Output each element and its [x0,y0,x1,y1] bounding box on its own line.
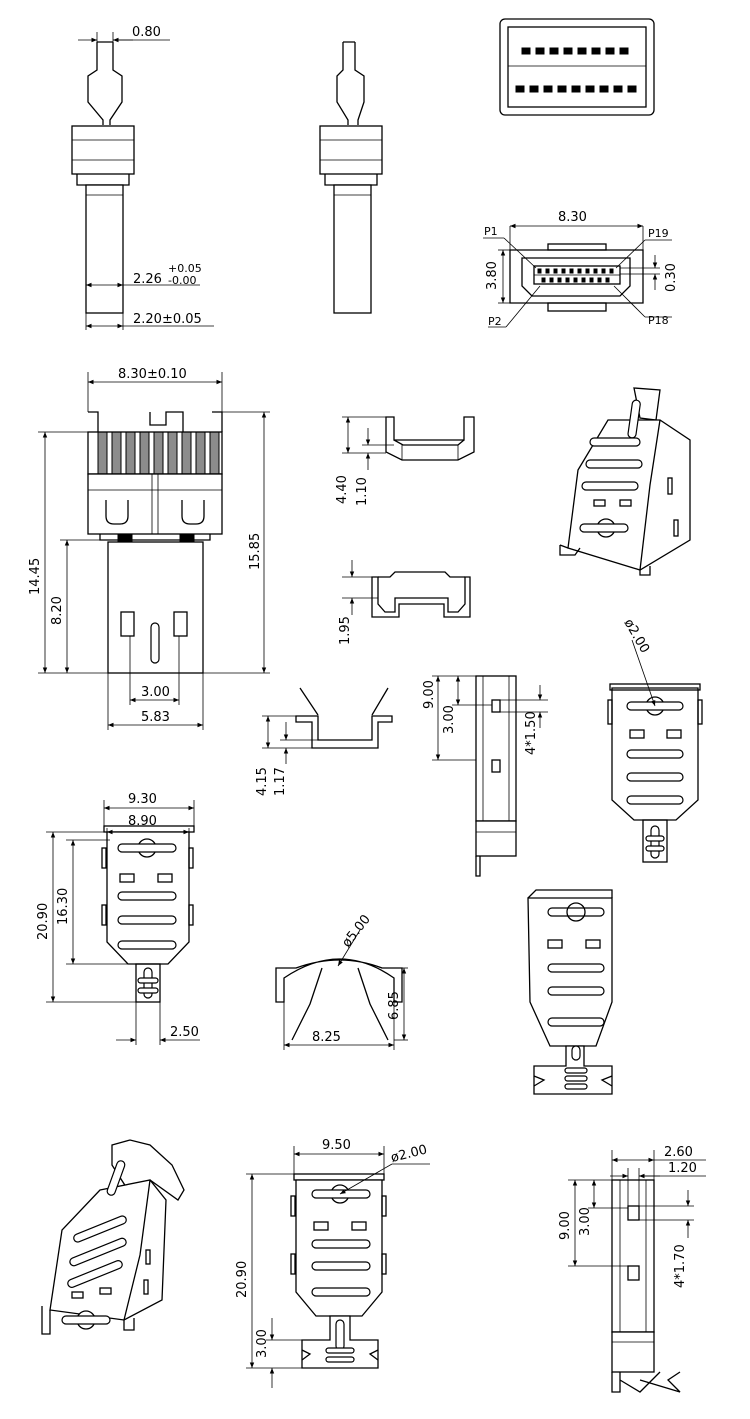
dim-4x1-50: 4*1.50 [524,711,539,755]
shell-front-3 [246,1146,430,1388]
spring-clip [275,929,408,1050]
plug-side-view-2 [319,41,383,314]
dim-2-26: 2.26 [133,272,162,287]
dim-3-00-c: 3.00 [255,1329,270,1358]
dim-8-30: 8.30 [558,210,587,225]
latch-side-view-2 [568,1150,706,1393]
dim-5-83: 5.83 [141,710,170,725]
dim-20-90-b: 20.90 [235,1261,250,1298]
dim-3-00-d: 3.00 [578,1207,593,1236]
dim-15-85: 15.85 [248,533,263,570]
label-p18: P18 [648,314,669,327]
dim-9-30: 9.30 [128,792,157,807]
shell-isometric-3 [41,1139,185,1335]
dim-6-85: 6.85 [387,991,402,1020]
dim-phi-2-00-a: ø2.00 [621,617,652,656]
dim-8-90: 8.90 [128,814,157,829]
dim-8-20: 8.20 [50,596,65,625]
dim-9-50: 9.50 [322,1138,351,1153]
dim-16-30: 16.30 [56,888,71,925]
dim-14-45: 14.45 [28,558,43,595]
label-p1: P1 [484,225,498,238]
clip-part [262,687,393,764]
dim-4-15: 4.15 [255,767,270,796]
shell-isometric-2 [527,889,613,1095]
label-p2: P2 [488,315,502,328]
dim-2-20: 2.20±0.05 [133,312,202,327]
dim-3-00-b: 3.00 [442,705,457,734]
dim-0-80: 0.80 [132,25,161,40]
dim-2-26-plus: +0.05 [168,262,202,275]
bracket-part-1 [342,416,475,470]
shell-front-2 [46,800,200,1045]
dim-1-20: 1.20 [668,1161,697,1176]
latch-side-view [432,675,548,877]
dim-2-60: 2.60 [664,1145,693,1160]
shell-isometric-1 [559,387,691,576]
dim-4x1-70: 4*1.70 [673,1244,688,1288]
dim-2-50: 2.50 [170,1025,199,1040]
connector-front-face [483,223,672,328]
dim-phi-5-00: ø5.00 [339,912,374,950]
dim-1-95: 1.95 [338,616,353,645]
dim-2-26-minus: -0.00 [168,274,196,287]
plug-front-view [38,372,270,730]
dim-9-00-b: 9.00 [558,1211,573,1240]
shell-front-1 [607,639,703,863]
dim-4-40: 4.40 [335,475,350,504]
dim-0-30: 0.30 [664,263,679,292]
dim-8-25: 8.25 [312,1030,341,1045]
bracket-part-2 [342,560,471,618]
dim-1-10: 1.10 [355,477,370,506]
dim-3-00-a: 3.00 [141,685,170,700]
dim-20-90-a: 20.90 [36,903,51,940]
dim-phi-2-00-b: ø2.00 [389,1142,428,1165]
plug-side-view-1 [71,32,214,330]
label-p19: P19 [648,227,669,240]
plug-top-view [499,18,655,116]
dim-1-17: 1.17 [273,767,288,796]
dim-8-30-tol: 8.30±0.10 [118,367,187,382]
dim-9-00-a: 9.00 [422,680,437,709]
dim-3-80: 3.80 [485,261,500,290]
